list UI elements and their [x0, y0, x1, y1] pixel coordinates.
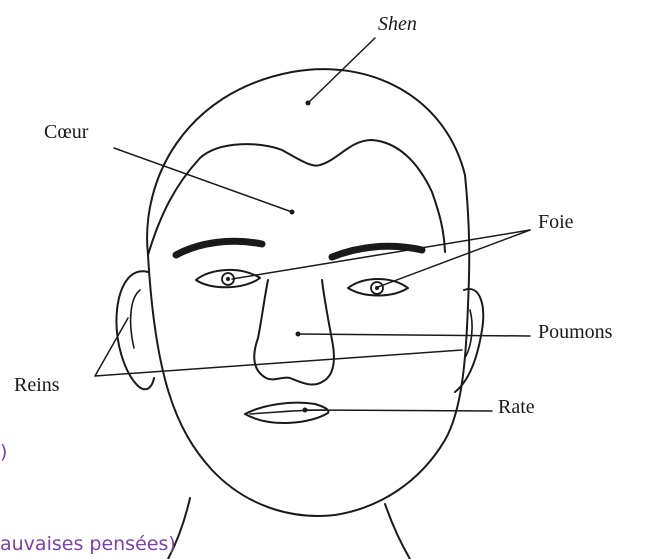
left-ear-inner [131, 290, 140, 348]
label-coeur: Cœur [44, 122, 88, 142]
nose [254, 280, 334, 385]
label-foie: Foie [538, 212, 574, 232]
rate-leader [305, 410, 492, 411]
coeur-leader [114, 148, 292, 212]
label-rate: Rate [498, 397, 535, 417]
reins-leader-left [95, 318, 128, 376]
rate-dot [303, 408, 308, 413]
reins-leader-right [95, 350, 462, 376]
coeur-dot [290, 210, 295, 215]
overlay-bottom-fragment: auvaises pensées) [0, 535, 176, 554]
left-eyebrow [176, 241, 262, 255]
poumons-leader [298, 334, 530, 336]
left-eye-pupil [226, 277, 230, 281]
foie-leader-left [232, 230, 530, 279]
label-shen: Shen [378, 14, 417, 34]
shen-dot [306, 101, 311, 106]
shen-leader [308, 38, 375, 103]
overlay-paren: ) [0, 443, 7, 462]
hairline [148, 140, 445, 255]
poumons-dot [296, 332, 301, 337]
neck-right [385, 504, 410, 559]
right-ear [455, 289, 483, 392]
face-outline [147, 69, 469, 516]
foie-leader-right [378, 230, 530, 287]
label-poumons: Poumons [538, 322, 612, 342]
label-reins: Reins [14, 375, 60, 395]
